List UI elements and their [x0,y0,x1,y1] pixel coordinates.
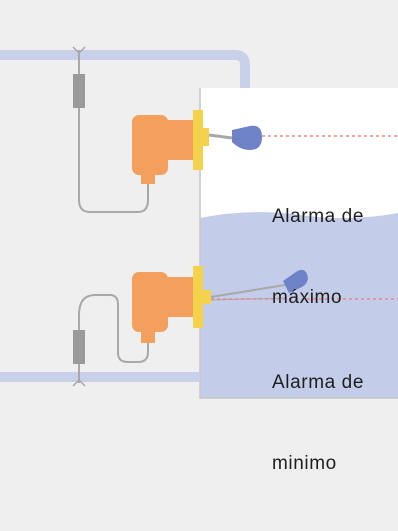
min-switch-neck [164,277,194,317]
max-mounting-nut [203,128,209,146]
min-float [283,269,308,293]
min-float-arm [210,284,286,298]
min-alarm-label-line2: minimo [272,453,337,474]
max-float [232,125,262,150]
tank-outline [199,88,398,399]
min-level-switch [132,266,398,343]
max-float-arm [208,133,233,140]
max-mounting-flange [193,110,203,170]
min-mounting-nut [203,290,211,304]
top-wire-clip [72,46,86,55]
diagram-canvas [0,46,398,399]
min-alarm-label-line1: Alarma de [272,372,364,393]
bottom-wire-clip [72,378,86,387]
max-alarm-label-line2: máximo [272,287,343,308]
top-inline-component [73,74,85,108]
top-wire [78,50,149,213]
max-switch-stem [141,172,155,184]
bottom-wire [78,294,149,383]
max-alarm-label: Alarma de máximo [272,149,364,365]
max-level-switch [132,110,398,184]
max-switch-housing [132,115,168,175]
max-switch-neck [164,120,194,160]
tank-water [200,212,398,398]
bottom-inline-component [73,330,85,364]
min-switch-housing [132,272,168,332]
min-switch-stem [141,329,155,343]
top-inlet-pipe [0,50,250,90]
min-mounting-flange [193,266,203,328]
level-switch-diagram: Alarma de máximo Alarma de minimo [0,46,398,474]
max-alarm-label-line1: Alarma de [272,206,364,227]
min-alarm-label: Alarma de minimo [272,315,364,531]
